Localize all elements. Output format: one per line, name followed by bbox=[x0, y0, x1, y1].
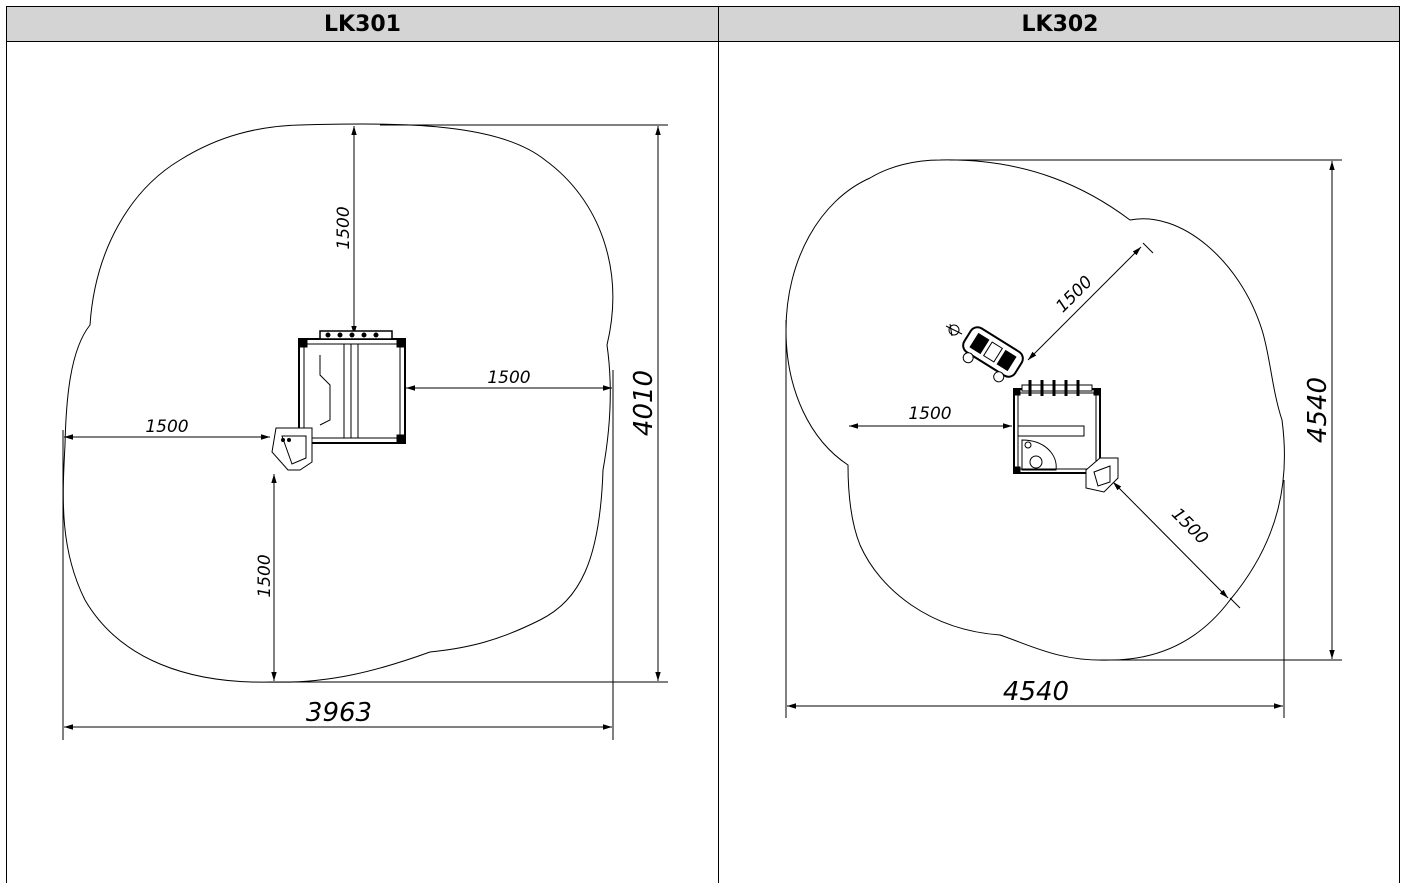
lk301-equipment bbox=[271, 330, 406, 471]
lk301-label-bottom: 1500 bbox=[255, 554, 275, 597]
column-title-lk301: LK301 bbox=[324, 12, 401, 37]
lk301-label-width: 3963 bbox=[306, 698, 372, 728]
column-divider bbox=[718, 7, 719, 883]
column-title-lk302: LK302 bbox=[1021, 12, 1099, 37]
lk301-drawing: 1500 1500 1500 1500 4010 3963 bbox=[62, 123, 668, 740]
lk302-drawing: 1500 1500 1500 4540 4540 bbox=[785, 159, 1342, 718]
lk302-label-width: 4540 bbox=[1003, 677, 1069, 707]
lk302-label-upper-diag: 1500 bbox=[1052, 272, 1097, 317]
lk301-safety-zone bbox=[62, 123, 614, 683]
table-header: LK301 LK302 bbox=[7, 7, 1399, 42]
lk301-label-left: 1500 bbox=[145, 417, 188, 437]
lk302-label-height: 4540 bbox=[1303, 377, 1333, 443]
lk301-label-top: 1500 bbox=[334, 206, 354, 249]
lk302-dim-line-upper-diag bbox=[1027, 246, 1142, 361]
lk301-label-height: 4010 bbox=[629, 370, 659, 436]
lk302-dim-line-lower-diag bbox=[1112, 481, 1229, 599]
lk302-equipment bbox=[945, 323, 1119, 493]
comparison-table: LK301 LK302 bbox=[6, 6, 1400, 883]
lk302-label-lower-diag: 1500 bbox=[1167, 504, 1212, 549]
lk301-label-right: 1500 bbox=[487, 368, 530, 388]
lk302-label-left: 1500 bbox=[908, 404, 951, 424]
